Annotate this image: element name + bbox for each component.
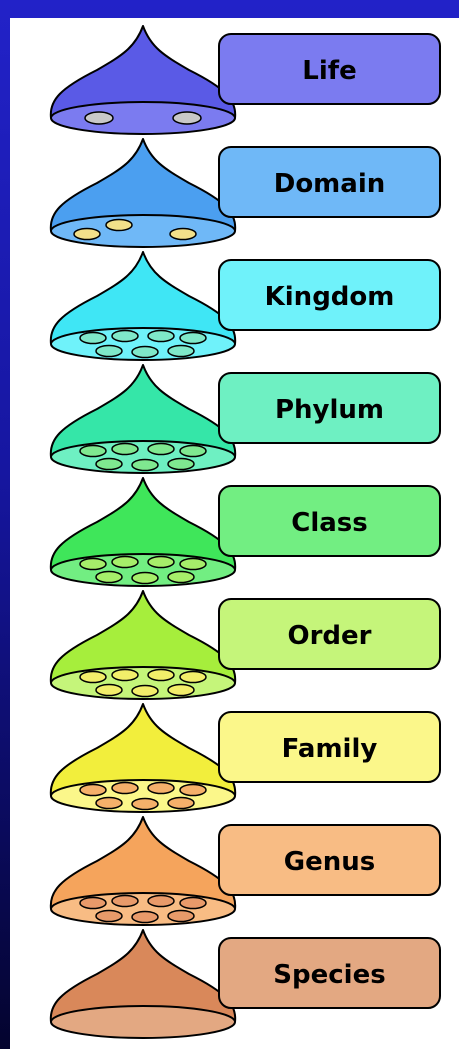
- pod-phylum-7: [167, 457, 195, 471]
- pod-phylum-2: [111, 442, 139, 456]
- label-box-domain: [218, 146, 441, 218]
- pod-order-3: [147, 668, 175, 682]
- label-box-life: [218, 33, 441, 105]
- pod-kingdom-4: [179, 331, 207, 345]
- bell-base-species: [50, 1005, 236, 1039]
- rank-label-class: Class: [291, 508, 368, 538]
- rank-genus: Genus: [49, 816, 441, 926]
- rank-class: Class: [49, 477, 441, 587]
- pod-domain-1: [73, 227, 101, 241]
- pod-family-7: [167, 796, 195, 810]
- pod-order-6: [131, 684, 159, 698]
- rank-label-phylum: Phylum: [275, 395, 384, 425]
- pod-kingdom-7: [167, 344, 195, 358]
- rank-kingdom: Kingdom: [49, 251, 441, 361]
- pod-order-1: [79, 670, 107, 684]
- pod-family-4: [179, 783, 207, 797]
- pod-phylum-4: [179, 444, 207, 458]
- label-box-class: [218, 485, 441, 557]
- pod-phylum-3: [147, 442, 175, 456]
- rank-label-family: Family: [282, 734, 378, 764]
- pod-class-4: [179, 557, 207, 571]
- pod-order-7: [167, 683, 195, 697]
- rank-label-kingdom: Kingdom: [265, 282, 395, 312]
- pod-kingdom-1: [79, 331, 107, 345]
- rank-label-genus: Genus: [284, 847, 375, 877]
- label-box-phylum: [218, 372, 441, 444]
- pod-phylum-1: [79, 444, 107, 458]
- label-box-species: [218, 937, 441, 1009]
- pod-kingdom-5: [95, 344, 123, 358]
- pod-domain-2: [105, 218, 133, 232]
- bell-base-life: [50, 101, 236, 135]
- pod-phylum-5: [95, 457, 123, 471]
- pod-family-2: [111, 781, 139, 795]
- rank-life: Life: [49, 25, 441, 135]
- pod-life-1: [84, 111, 114, 125]
- pod-life-2: [172, 111, 202, 125]
- rank-domain: Domain: [49, 138, 441, 248]
- rank-species: Species: [49, 929, 441, 1039]
- pod-family-1: [79, 783, 107, 797]
- pod-family-5: [95, 796, 123, 810]
- pod-genus-6: [131, 910, 159, 924]
- pod-kingdom-6: [131, 345, 159, 359]
- pod-order-2: [111, 668, 139, 682]
- pod-genus-1: [79, 896, 107, 910]
- pod-class-1: [79, 557, 107, 571]
- pod-class-5: [95, 570, 123, 584]
- pod-family-6: [131, 797, 159, 811]
- pod-genus-2: [111, 894, 139, 908]
- pod-genus-4: [179, 896, 207, 910]
- pod-kingdom-3: [147, 329, 175, 343]
- label-box-order: [218, 598, 441, 670]
- pod-genus-3: [147, 894, 175, 908]
- pod-genus-7: [167, 909, 195, 923]
- pod-order-5: [95, 683, 123, 697]
- pod-kingdom-2: [111, 329, 139, 343]
- label-box-family: [218, 711, 441, 783]
- pod-class-6: [131, 571, 159, 585]
- pod-genus-5: [95, 909, 123, 923]
- rank-label-life: Life: [302, 56, 356, 86]
- label-box-kingdom: [218, 259, 441, 331]
- pod-domain-3: [169, 227, 197, 241]
- pod-class-2: [111, 555, 139, 569]
- label-box-genus: [218, 824, 441, 896]
- pod-order-4: [179, 670, 207, 684]
- rank-label-domain: Domain: [274, 169, 386, 199]
- rank-family: Family: [49, 703, 441, 813]
- taxonomy-diagram: LifeDomainKingdomPhylumClassOrderFamilyG…: [49, 25, 441, 1039]
- rank-label-order: Order: [288, 621, 372, 651]
- pod-class-7: [167, 570, 195, 584]
- rank-label-species: Species: [273, 960, 385, 990]
- pod-class-3: [147, 555, 175, 569]
- pod-phylum-6: [131, 458, 159, 472]
- pod-family-3: [147, 781, 175, 795]
- rank-phylum: Phylum: [49, 364, 441, 474]
- rank-order: Order: [49, 590, 441, 700]
